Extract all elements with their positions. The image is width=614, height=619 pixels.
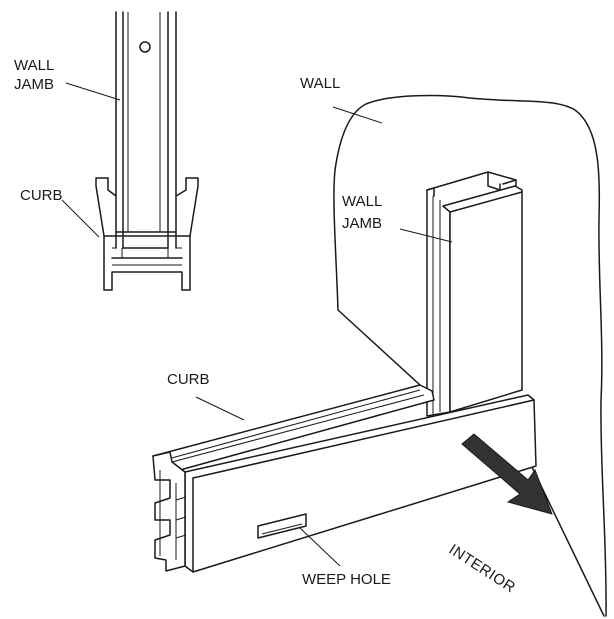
label-wall-jamb-iso-1: WALL	[342, 193, 383, 210]
wall-floor-line	[337, 309, 421, 386]
screw-hole	[139, 41, 151, 53]
section-wall-jamb	[115, 11, 177, 249]
label-curb-iso: CURB	[167, 371, 210, 388]
label-wall-jamb-top-1: WALL	[14, 57, 55, 74]
iso-curb	[152, 384, 537, 573]
label-wall-jamb-iso-2: JAMB	[342, 215, 383, 232]
leader-wall-jamb-top	[65, 82, 121, 101]
iso-wall-jamb	[426, 171, 523, 417]
section-curb	[95, 177, 199, 291]
leader-wall	[332, 106, 383, 124]
label-weep-hole: WEEP HOLE	[302, 571, 391, 588]
leader-weep-hole	[299, 527, 341, 567]
arrow-right-down-icon	[461, 433, 553, 515]
leader-curb-iso	[195, 396, 245, 421]
label-wall-jamb-top-2: JAMB	[14, 76, 55, 93]
leader-wall-jamb-iso	[399, 228, 453, 243]
label-curb-top: CURB	[20, 187, 63, 204]
section-view	[61, 11, 199, 291]
label-wall: WALL	[300, 75, 341, 92]
wall-outline	[333, 94, 607, 617]
leader-curb-top	[61, 199, 100, 238]
